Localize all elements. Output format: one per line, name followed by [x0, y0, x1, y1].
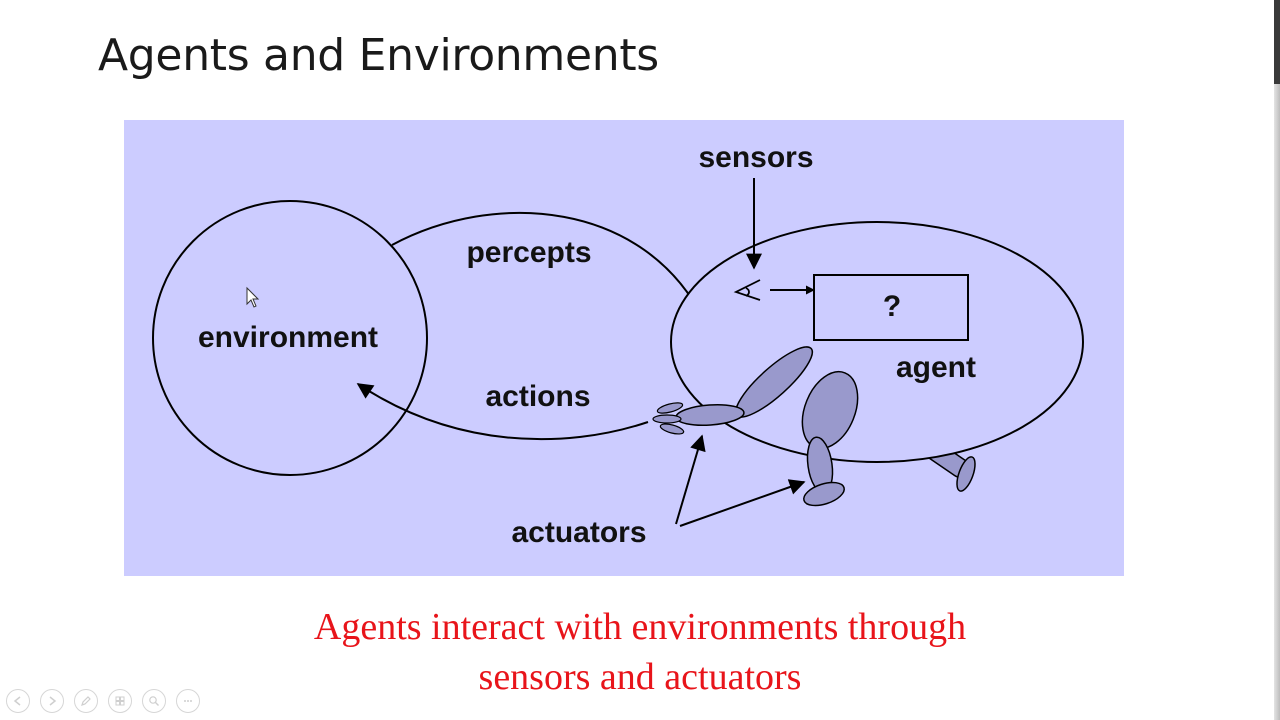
environment-label: environment — [198, 321, 378, 354]
agent-program-box — [813, 274, 969, 341]
diagram-canvas: environment percepts actions agent ? sen… — [124, 120, 1124, 576]
agent-label: agent — [896, 351, 976, 384]
zoom-icon — [149, 696, 159, 706]
percepts-label: percepts — [466, 236, 591, 269]
actuators-arrow-arm — [675, 434, 706, 525]
mouse-cursor-icon — [246, 286, 260, 308]
actuators-arrow-leg — [679, 479, 806, 527]
actions-arrow — [356, 383, 649, 441]
percepts-arrow — [391, 211, 705, 322]
slides-grid-button[interactable] — [108, 689, 132, 713]
zoom-button[interactable] — [142, 689, 166, 713]
agent-environment-diagram: environment percepts actions agent ? sen… — [124, 120, 1124, 576]
agent-arm — [652, 346, 814, 435]
agent-program-label: ? — [883, 290, 901, 323]
more-options-button[interactable] — [176, 689, 200, 713]
window-right-edge — [1274, 0, 1280, 720]
previous-slide-icon — [13, 696, 21, 706]
actuators-label: actuators — [511, 516, 646, 549]
actions-label: actions — [485, 380, 590, 413]
slideshow-toolbar — [6, 688, 200, 714]
agent-front-leg — [801, 370, 859, 507]
sensors-label: sensors — [698, 141, 813, 174]
next-slide-icon — [49, 696, 57, 706]
pen-icon — [81, 696, 91, 706]
slide-title: Agents and Environments — [98, 30, 659, 81]
previous-slide-button[interactable] — [6, 689, 30, 713]
environment-circle — [152, 200, 428, 476]
caption-line-2: sensors and actuators — [478, 656, 802, 698]
eye-sensor-icon — [733, 279, 761, 301]
slides-grid-icon — [115, 696, 125, 706]
pen-button[interactable] — [74, 689, 98, 713]
more-options-icon — [184, 700, 192, 702]
next-slide-button[interactable] — [40, 689, 64, 713]
window-right-edge-dark — [1274, 0, 1280, 84]
slide-caption: Agents interact with environments throug… — [0, 602, 1280, 702]
caption-line-1: Agents interact with environments throug… — [313, 606, 967, 648]
agent-ellipse — [670, 221, 1084, 463]
